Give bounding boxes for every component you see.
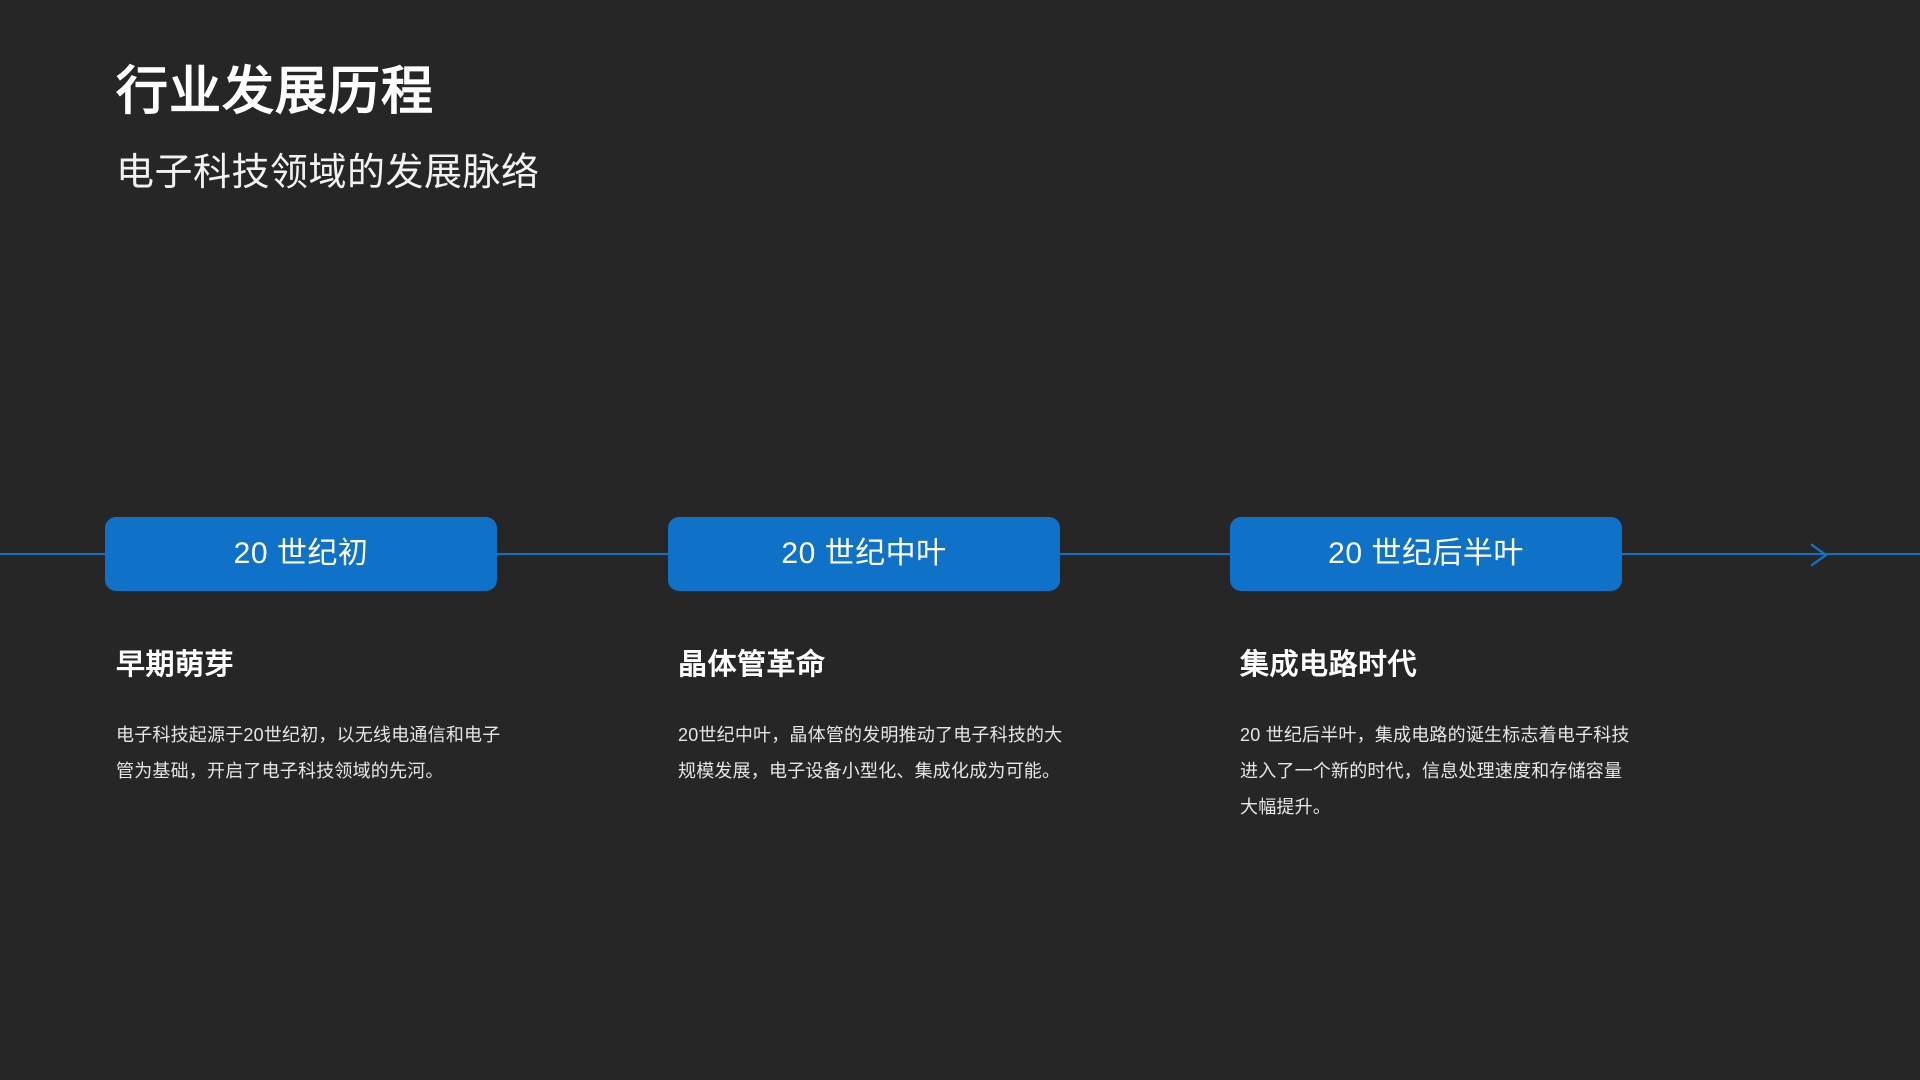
timeline-entry: 集成电路时代 20 世纪后半叶，集成电路的诞生标志着电子科技进入了一个新的时代，… xyxy=(1240,648,1638,825)
timeline-entry-body: 20 世纪后半叶，集成电路的诞生标志着电子科技进入了一个新的时代，信息处理速度和… xyxy=(1240,724,1630,817)
timeline-period-list: 20 世纪初 20 世纪中叶 20 世纪后半叶 xyxy=(0,517,1920,591)
timeline-period-chip-1[interactable]: 20 世纪初 xyxy=(105,517,497,591)
timeline-period-label: 20 世纪初 xyxy=(233,537,369,570)
timeline-entry-title: 早期萌芽 xyxy=(116,649,235,681)
timeline-period-label: 20 世纪后半叶 xyxy=(1328,537,1524,570)
timeline-period-label: 20 世纪中叶 xyxy=(781,537,947,570)
timeline-entry: 早期萌芽 电子科技起源于20世纪初，以无线电通信和电子管为基础，开启了电子科技领… xyxy=(116,648,514,789)
page-subtitle: 电子科技领域的发展脉络 xyxy=(116,152,540,195)
timeline-entry: 晶体管革命 20世纪中叶，晶体管的发明推动了电子科技的大规模发展，电子设备小型化… xyxy=(678,648,1076,789)
timeline-entry-title: 集成电路时代 xyxy=(1240,649,1418,681)
timeline-entry-list: 早期萌芽 电子科技起源于20世纪初，以无线电通信和电子管为基础，开启了电子科技领… xyxy=(0,648,1920,908)
arrow-right-icon xyxy=(1806,539,1838,571)
timeline-entry-body: 电子科技起源于20世纪初，以无线电通信和电子管为基础，开启了电子科技领域的先河。 xyxy=(116,724,501,781)
timeline-period-chip-3[interactable]: 20 世纪后半叶 xyxy=(1230,517,1622,591)
timeline-period-chip-2[interactable]: 20 世纪中叶 xyxy=(668,517,1060,591)
timeline-entry-body: 20世纪中叶，晶体管的发明推动了电子科技的大规模发展，电子设备小型化、集成化成为… xyxy=(678,724,1063,781)
slide-header: 行业发展历程 电子科技领域的发展脉络 xyxy=(116,62,1716,197)
timeline-entry-title: 晶体管革命 xyxy=(678,649,826,681)
page-title: 行业发展历程 xyxy=(116,63,435,121)
